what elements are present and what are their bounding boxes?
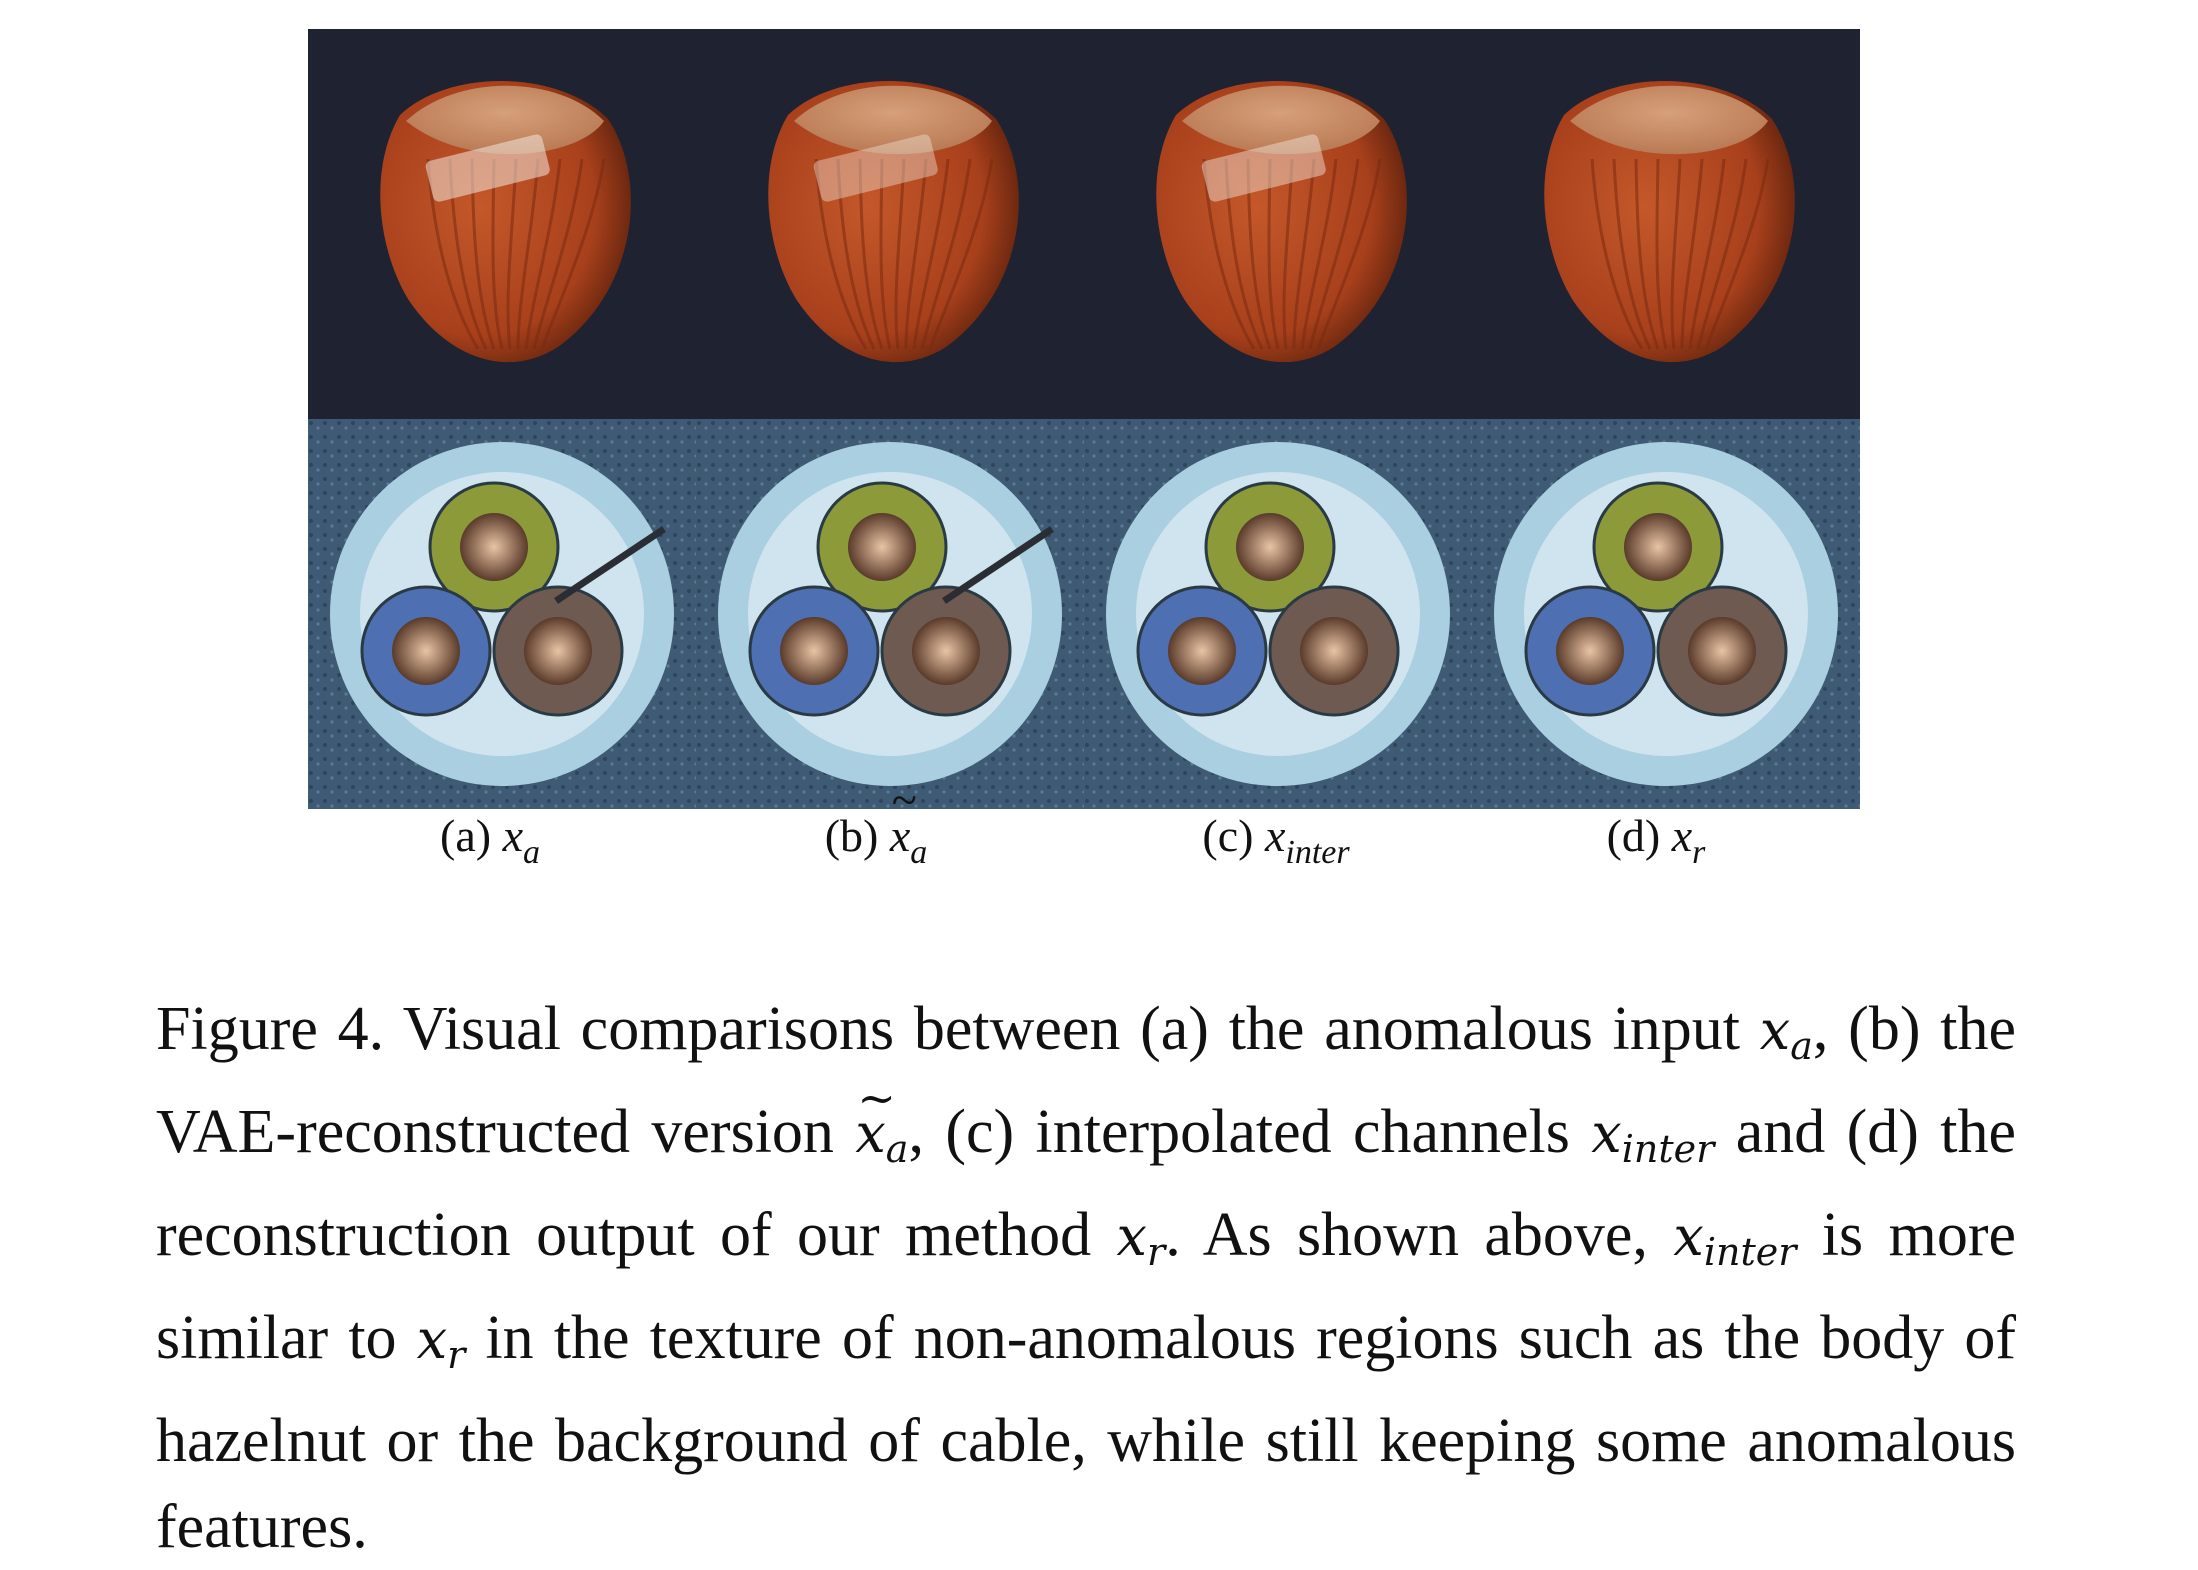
copper-strands xyxy=(1300,617,1368,685)
panel-label-d: (d) xr xyxy=(1606,810,1706,871)
copper-strands xyxy=(460,513,528,581)
cable-tile xyxy=(308,419,696,809)
figure-image-grid xyxy=(308,29,1860,809)
hazelnut-stripe xyxy=(1696,158,1748,350)
hazelnut-stripe xyxy=(1590,158,1644,350)
hazelnut-stripe xyxy=(1612,158,1652,350)
hazelnut-tile xyxy=(1084,29,1472,419)
hazelnut-tile xyxy=(696,29,1084,419)
hazelnut-stripe xyxy=(836,158,876,350)
hazelnut-shell xyxy=(768,80,1019,363)
hazelnut-stripe xyxy=(879,158,892,350)
hazelnut-stripe xyxy=(1282,158,1294,350)
math-x-inter-2: xinter xyxy=(1673,1205,1797,1274)
hazelnut-shell xyxy=(380,80,631,363)
hazelnut-stripe xyxy=(540,158,606,350)
copper-strands xyxy=(912,617,980,685)
hazelnut-stripe xyxy=(904,158,928,350)
hazelnut-stripe xyxy=(920,158,972,350)
panel-label-b: (b) xa xyxy=(825,777,928,870)
hazelnut-stripe xyxy=(894,158,906,350)
cable-tile xyxy=(1084,419,1472,809)
copper-strands xyxy=(524,617,592,685)
cable-tile xyxy=(1472,419,1860,809)
copper-strands xyxy=(1168,617,1236,685)
copper-strands xyxy=(1624,513,1692,581)
panel-label-a: (a) xa xyxy=(440,810,540,871)
anomaly-cut xyxy=(942,526,1054,604)
hazelnut-stripe xyxy=(1680,158,1704,350)
hazelnut-stripe xyxy=(506,158,518,350)
hazelnut-stripe xyxy=(1704,158,1770,350)
hazelnut-stripe xyxy=(1224,158,1264,350)
hazelnut-stripe xyxy=(516,158,540,350)
copper-strands xyxy=(1556,617,1624,685)
hazelnut-stripe xyxy=(1300,158,1338,350)
anomaly-print-mark xyxy=(813,134,938,202)
copper-strands xyxy=(780,617,848,685)
copper-strands xyxy=(1236,513,1304,581)
hazelnut-stripe xyxy=(858,158,884,350)
anomaly-print-mark xyxy=(1201,134,1326,202)
hazelnut-stripe xyxy=(1246,158,1272,350)
figure-panels xyxy=(308,29,1860,809)
hazelnut-stripe xyxy=(1634,158,1660,350)
hazelnut-tile xyxy=(1472,29,1860,419)
hazelnut-shell xyxy=(1156,80,1407,363)
math-x-a: xa xyxy=(1759,999,1813,1068)
hazelnut-stripe xyxy=(524,158,562,350)
math-x-r-2: xr xyxy=(416,1308,466,1377)
hazelnut-shell xyxy=(1544,80,1795,363)
panel-label-c: (c) xinter xyxy=(1202,810,1350,871)
hazelnut-stripe xyxy=(1308,158,1360,350)
math-x-tilde-a: xa xyxy=(855,1055,908,1171)
math-x-inter: xinter xyxy=(1591,1102,1715,1171)
hazelnut-stripe xyxy=(1688,158,1726,350)
cable-tile xyxy=(696,419,1084,809)
copper-strands xyxy=(848,513,916,581)
copper-strands xyxy=(392,617,460,685)
hazelnut-stripe xyxy=(1202,158,1256,350)
figure-caption: Figure 4. Visual comparisons between (a)… xyxy=(156,986,2016,1570)
hazelnut-stripe xyxy=(928,158,994,350)
math-x-r: xr xyxy=(1116,1205,1166,1274)
anomaly-cut xyxy=(554,526,666,604)
hazelnut-tile xyxy=(308,29,696,419)
hazelnut-stripe xyxy=(912,158,950,350)
hazelnut-stripe xyxy=(1655,158,1668,350)
hazelnut-stripe xyxy=(1316,158,1382,350)
hazelnut-cap xyxy=(1182,85,1380,155)
hazelnut-stripe xyxy=(814,158,868,350)
hazelnut-stripe xyxy=(1670,158,1682,350)
hazelnut-cap xyxy=(794,85,992,155)
copper-strands xyxy=(1688,617,1756,685)
hazelnut-cap xyxy=(1570,85,1768,155)
hazelnut-stripe xyxy=(1292,158,1316,350)
anomaly-print-mark xyxy=(425,134,550,202)
hazelnut-stripe xyxy=(1267,158,1280,350)
hazelnut-cap xyxy=(406,85,604,155)
hazelnut-stripe xyxy=(532,158,584,350)
